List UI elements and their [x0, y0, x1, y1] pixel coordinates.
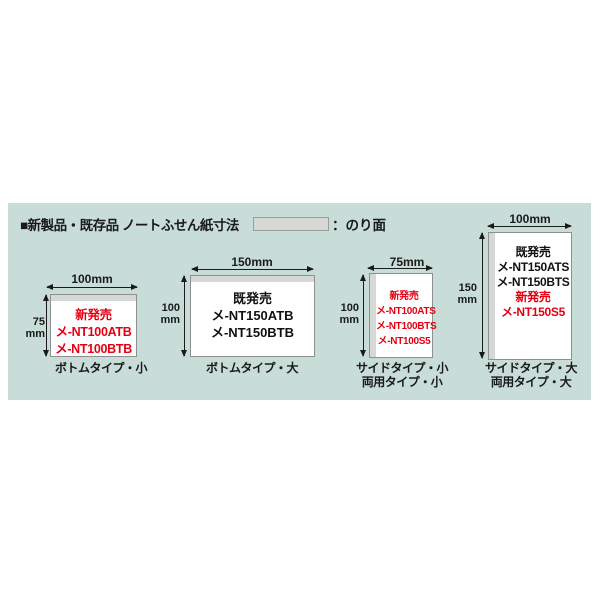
- width-arrow: [191, 266, 314, 272]
- product-caption-line: 両用タイプ・大: [490, 375, 572, 389]
- product-code-line: メ-NT150ATS: [496, 260, 570, 274]
- glue-surface-swatch: [253, 217, 329, 231]
- width-arrow: [487, 223, 572, 229]
- note-sheet: 新発売 メ-NT100ATB メ-NT100BTB: [50, 294, 137, 357]
- glue-legend-label: ：のり面: [332, 218, 386, 233]
- product-code-line: 新発売: [389, 291, 419, 302]
- note-sheet-labels: 新発売 メ-NT100ATS メ-NT100BTS メ-NT100S5: [376, 289, 437, 349]
- glue-strip: [191, 276, 314, 282]
- height-value: 100: [161, 302, 180, 314]
- product-code-line: メ-NT100BTS: [376, 321, 437, 332]
- product-code-line: メ-NT150S5: [501, 305, 565, 319]
- height-value: 75: [32, 316, 45, 328]
- width-dimension-label: 75mm: [389, 255, 425, 269]
- height-value: 150: [458, 282, 477, 294]
- note-sheet: 既発売 メ-NT150ATB メ-NT150BTB: [190, 275, 315, 357]
- spec-panel: ■新製品・既存品 ノートふせん紙寸法 ：のり面 100mm 75 mm 新発売 …: [8, 203, 591, 400]
- product-code-line: メ-NT150ATB: [211, 308, 294, 323]
- product-caption: サイドタイプ・大 両用タイプ・大: [461, 361, 600, 389]
- product-code-line: 既発売: [515, 245, 551, 259]
- note-sheet-labels: 新発売 メ-NT100ATB メ-NT100BTB: [51, 307, 136, 358]
- note-sheet-labels: 既発売 メ-NT150ATB メ-NT150BTB: [191, 290, 314, 341]
- width-dimension-label: 150mm: [231, 255, 273, 269]
- product-code-line: メ-NT100ATB: [55, 325, 132, 339]
- height-dimension-label: 100 mm: [327, 302, 359, 326]
- product-code-line: メ-NT150BTS: [496, 275, 570, 289]
- height-unit: mm: [160, 314, 180, 326]
- product-code-line: 新発売: [75, 308, 112, 322]
- height-arrow: [43, 294, 49, 357]
- product-caption-line: サイドタイプ・小: [355, 361, 449, 375]
- height-arrow: [181, 275, 187, 357]
- product-code-line: メ-NT150BTB: [210, 325, 295, 340]
- product-code-line: 新発売: [515, 290, 551, 304]
- height-dimension-label: 100 mm: [148, 302, 180, 326]
- height-unit: mm: [457, 294, 477, 306]
- panel-title: ■新製品・既存品 ノートふせん紙寸法: [20, 218, 239, 233]
- width-dimension-label: 100mm: [509, 212, 551, 226]
- width-dimension-label: 100mm: [71, 272, 113, 286]
- product-caption: サイドタイプ・小 両用タイプ・小: [332, 361, 472, 389]
- product-code-line: メ-NT100ATS: [376, 306, 436, 317]
- height-value: 100: [340, 302, 359, 314]
- glue-strip: [51, 295, 136, 301]
- product-caption: ボトムタイプ・大: [205, 361, 299, 375]
- product-code-line: メ-NT100BTB: [55, 342, 132, 356]
- height-dimension-label: 150 mm: [445, 282, 477, 306]
- product-caption-line: サイドタイプ・大: [484, 361, 578, 375]
- product-code-line: メ-NT100S5: [377, 336, 431, 347]
- product-caption: ボトムタイプ・小: [54, 361, 148, 375]
- width-arrow: [367, 265, 433, 271]
- product-caption-line: 両用タイプ・小: [361, 375, 443, 389]
- note-sheet-labels: 既発売 メ-NT150ATS メ-NT150BTS 新発売 メ-NT150S5: [495, 245, 571, 320]
- note-sheet: 既発売 メ-NT150ATS メ-NT150BTS 新発売 メ-NT150S5: [488, 232, 572, 360]
- note-sheet: 新発売 メ-NT100ATS メ-NT100BTS メ-NT100S5: [369, 273, 437, 358]
- glue-strip: [489, 233, 495, 359]
- height-arrow: [479, 232, 485, 359]
- product-code-line: 既発売: [232, 291, 272, 306]
- glue-strip: [370, 274, 376, 357]
- width-arrow: [46, 284, 138, 290]
- height-arrow: [360, 274, 366, 357]
- height-unit: mm: [25, 328, 45, 340]
- height-unit: mm: [339, 314, 359, 326]
- height-dimension-label: 75 mm: [16, 316, 45, 340]
